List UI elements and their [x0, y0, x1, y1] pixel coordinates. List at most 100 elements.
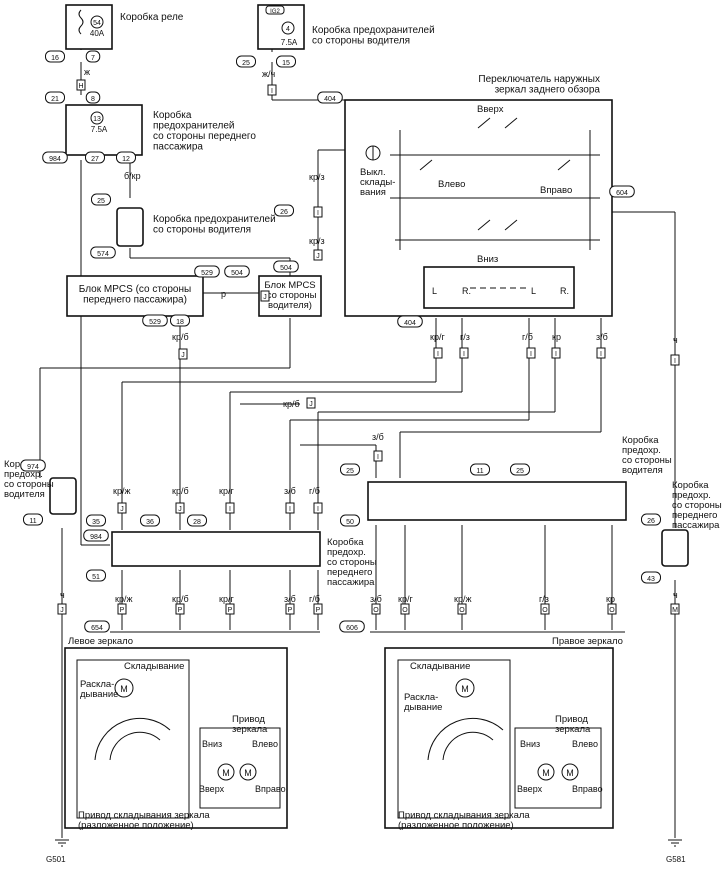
connector-badge: 504 — [224, 265, 250, 278]
connector-badge-label: 11 — [476, 468, 483, 475]
connector-badge: 25 — [236, 55, 256, 68]
svg-text:Левое зеркало: Левое зеркало — [68, 636, 133, 647]
svg-text:кр/б: кр/б — [283, 399, 300, 409]
left-mirror: Левое зеркало Складывание Раскла-дывание… — [64, 636, 288, 831]
pin-letter-label: I — [317, 210, 319, 217]
pin-letter: J — [57, 603, 67, 615]
connector-badge-label: 604 — [616, 190, 628, 197]
connector-badge-label: 36 — [146, 519, 154, 526]
pin-letter: I — [526, 347, 536, 359]
connector-badge-label: 51 — [92, 574, 100, 581]
pin-letter: I — [459, 347, 469, 359]
svg-text:R.: R. — [560, 286, 569, 296]
connector-badge: 974 — [20, 459, 46, 472]
svg-text:M: M — [542, 768, 550, 778]
connector-badge: 984 — [42, 151, 68, 164]
svg-text:кр/ж: кр/ж — [454, 594, 471, 604]
svg-text:M: M — [566, 768, 574, 778]
connector-badge: 404 — [317, 91, 343, 104]
svg-text:Раскла-дывание: Раскла-дывание — [80, 679, 118, 700]
svg-text:кр/ж: кр/ж — [113, 486, 130, 496]
svg-text:г/з: г/з — [539, 594, 549, 604]
pin-letter: I — [433, 347, 443, 359]
svg-text:R.: R. — [462, 286, 471, 296]
pin-letter-label: I — [530, 351, 532, 358]
connector-badge: 36 — [140, 514, 160, 527]
pin-letter-label: P — [316, 607, 321, 614]
connector-badge: 25 — [91, 193, 111, 206]
pin-letter-label: J — [316, 253, 320, 260]
svg-text:Вправо: Вправо — [255, 784, 286, 794]
svg-text:г/з: г/з — [460, 332, 470, 342]
pin-letter: P — [175, 603, 185, 615]
pin-letter-label: I — [437, 351, 439, 358]
ground-right: G581 — [666, 839, 686, 864]
connector-badge: 654 — [84, 620, 110, 633]
connector-badge-label: 974 — [27, 464, 39, 471]
right-mirror: Правое зеркало Складывание Раскла-дывани… — [384, 636, 623, 831]
pin-letter-label: P — [228, 607, 233, 614]
svg-text:Вверх: Вверх — [199, 784, 225, 794]
pin-letter: O — [540, 603, 550, 615]
connector-badge-label: 7 — [91, 55, 95, 62]
svg-text:Выкл.склады-вания: Выкл.склады-вания — [360, 167, 395, 198]
pin-letter: J — [117, 502, 127, 514]
pin-letter-label: I — [555, 351, 557, 358]
connector-badge-label: 25 — [242, 60, 250, 67]
pin-letter-label: I — [377, 454, 379, 461]
pin-letter: O — [400, 603, 410, 615]
connector-badge-label: 50 — [346, 519, 354, 526]
svg-text:г/б: г/б — [309, 486, 320, 496]
pin-letter-label: I — [317, 506, 319, 513]
pin-letter: J — [260, 290, 270, 302]
pin-letter-label: I — [289, 506, 291, 513]
svg-text:ч: ч — [673, 335, 678, 345]
pin-letter-label: O — [542, 607, 548, 614]
svg-text:40A: 40A — [90, 29, 105, 38]
pin-letter: I — [313, 502, 323, 514]
connector-badge: 404 — [397, 315, 423, 328]
svg-text:Влево: Влево — [438, 179, 465, 190]
pin-letter: P — [285, 603, 295, 615]
svg-text:Привод складывания зеркала(раз: Привод складывания зеркала(разложенное п… — [398, 810, 530, 831]
pin-letter-label: I — [271, 88, 273, 95]
pin-letter: I — [313, 206, 323, 218]
ground-left: G501 — [46, 839, 69, 864]
connector-badge-label: 25 — [97, 198, 105, 205]
pin-letter: O — [607, 603, 617, 615]
pin-letter-label: J — [120, 506, 124, 513]
svg-text:Раскла-дывание: Раскла-дывание — [404, 692, 442, 713]
pin-letter-label: I — [600, 351, 602, 358]
svg-text:L: L — [432, 286, 437, 296]
connector-badge-label: 404 — [404, 320, 416, 327]
pin-letter-label: O — [373, 607, 379, 614]
connector-badge: 504 — [273, 260, 299, 273]
pin-letter: I — [551, 347, 561, 359]
pin-letter-label: P — [120, 607, 125, 614]
svg-text:кр/б: кр/б — [172, 486, 189, 496]
connector-badge-label: 26 — [280, 209, 288, 216]
svg-text:54: 54 — [93, 20, 101, 27]
pin-letter-label: P — [288, 607, 293, 614]
pin-letter-label: I — [229, 506, 231, 513]
svg-text:Вверх: Вверх — [517, 784, 543, 794]
pin-letter: I — [596, 347, 606, 359]
connector-badge: 8 — [85, 91, 101, 104]
pin-letter-label: O — [402, 607, 408, 614]
svg-text:з/б: з/б — [284, 594, 296, 604]
svg-text:кр/б: кр/б — [172, 594, 189, 604]
pin-letter-label: I — [674, 358, 676, 365]
pin-letter-label: J — [60, 607, 64, 614]
relay-box: 54 40A Коробка реле — [65, 4, 184, 50]
